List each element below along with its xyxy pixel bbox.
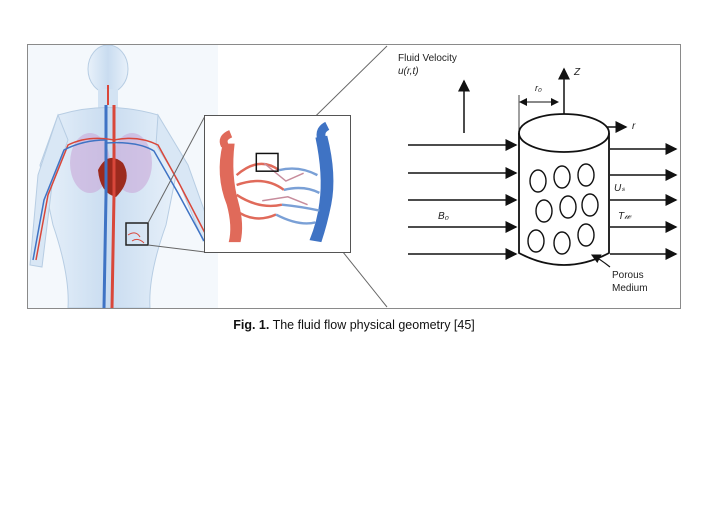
figure-caption: Fig. 1. The fluid flow physical geometry…	[0, 318, 708, 332]
tw-label: T𝓌	[618, 211, 632, 222]
outflow-arrows	[610, 143, 678, 260]
z-axis-label: Z	[574, 67, 581, 78]
porous-pointer	[590, 254, 611, 268]
r-axis-label: r	[632, 121, 636, 132]
pores	[527, 163, 599, 255]
body-zoom-box	[125, 222, 149, 246]
caption-prefix: Fig. 1.	[233, 318, 270, 332]
us-label: Uₛ	[614, 183, 625, 194]
vessel-zoom-box	[255, 152, 279, 172]
vein-shape	[309, 135, 334, 243]
porous-label-line1: Porous	[612, 270, 644, 281]
human-body-illustration	[28, 45, 218, 308]
caption-text: The fluid flow physical geometry [45]	[269, 318, 475, 332]
porous-cylinder-model: Fluid Velocity u(r,t) r₀ Z r Uₛ T𝓌 B₀ Po…	[386, 45, 680, 308]
fluid-velocity-label: Fluid Velocity	[398, 53, 457, 64]
vena-cava-line	[102, 105, 108, 308]
velocity-function-label: u(r,t)	[398, 66, 419, 77]
b0-label: B₀	[438, 211, 449, 222]
figure-frame: Fluid Velocity u(r,t) r₀ Z r Uₛ T𝓌 B₀ Po…	[27, 44, 681, 309]
aorta-line	[110, 105, 116, 308]
artery-shape	[219, 143, 243, 243]
porous-label-line2: Medium	[612, 283, 648, 294]
vessel-closeup-illustration	[204, 115, 351, 253]
radius-label: r₀	[535, 83, 542, 93]
cylinder-top	[518, 113, 610, 153]
cylinder-diagram	[408, 67, 678, 268]
capillary-network	[233, 162, 320, 225]
inflow-arrows	[408, 139, 518, 260]
